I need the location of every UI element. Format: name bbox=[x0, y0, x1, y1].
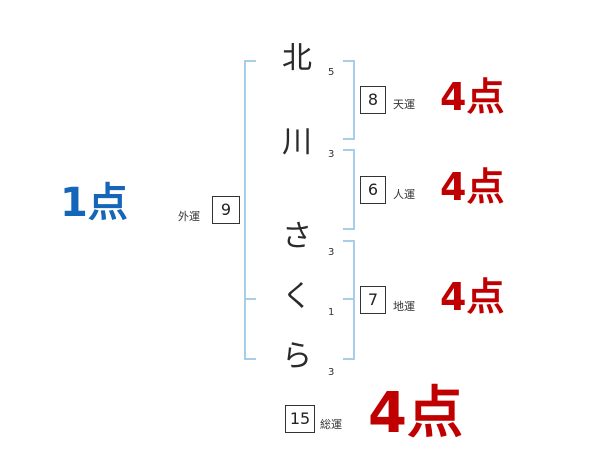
stroke-count-1: 5 bbox=[328, 67, 335, 78]
gai-label: 外運 bbox=[178, 210, 200, 223]
name-char-3: さ bbox=[282, 219, 312, 254]
chi-label: 地運 bbox=[393, 300, 415, 313]
jin-label: 人運 bbox=[393, 188, 415, 201]
jin-bracket-bottom bbox=[343, 228, 355, 230]
ten-label: 天運 bbox=[393, 98, 415, 111]
jin-bracket-vertical bbox=[353, 149, 355, 230]
chi-bracket-top bbox=[343, 240, 355, 242]
jin-value-box: 6 bbox=[360, 176, 386, 204]
ten-bracket-vertical bbox=[353, 60, 355, 140]
ten-score: 4点 bbox=[440, 75, 505, 119]
chi-bracket-bottom bbox=[343, 358, 355, 360]
chi-bracket-vertical bbox=[353, 240, 355, 360]
chi-score: 4点 bbox=[440, 275, 505, 319]
name-char-2: 川 bbox=[282, 125, 312, 160]
outer-bracket-bottom bbox=[244, 358, 256, 360]
jin-bracket-top bbox=[343, 149, 355, 151]
sou-label: 総運 bbox=[320, 418, 342, 431]
chi-value-box: 7 bbox=[360, 286, 386, 314]
outer-bracket-mid-tick bbox=[244, 298, 256, 300]
gai-value-box: 9 bbox=[212, 196, 240, 224]
jin-score: 4点 bbox=[440, 165, 505, 209]
outer-bracket-top bbox=[244, 60, 256, 62]
stroke-count-2: 3 bbox=[328, 149, 335, 160]
stroke-count-5: 3 bbox=[328, 367, 335, 378]
stroke-count-4: 1 bbox=[328, 307, 335, 318]
sou-value-box: 15 bbox=[285, 405, 315, 433]
name-char-1: 北 bbox=[282, 41, 312, 76]
name-char-5: ら bbox=[282, 339, 312, 374]
ten-bracket-top bbox=[343, 60, 355, 62]
ten-bracket-bottom bbox=[343, 138, 355, 140]
gai-score: 1点 bbox=[60, 180, 128, 226]
sou-score: 4点 bbox=[368, 381, 463, 446]
name-char-4: く bbox=[282, 279, 312, 314]
chi-bracket-mid-tick bbox=[343, 298, 355, 300]
stroke-count-3: 3 bbox=[328, 247, 335, 258]
outer-bracket-vertical bbox=[244, 60, 246, 360]
ten-value-box: 8 bbox=[360, 86, 386, 114]
